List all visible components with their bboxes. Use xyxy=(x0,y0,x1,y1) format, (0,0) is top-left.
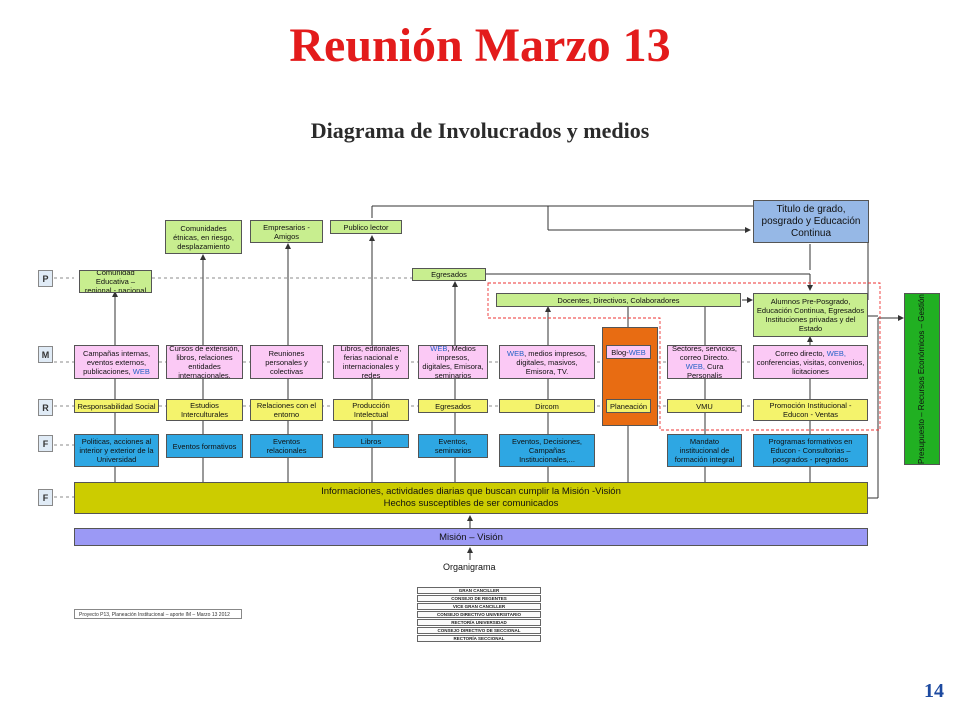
web-medios-box: WEB, Medios impresos, digitales, Emisora… xyxy=(418,345,488,379)
org-row: RECTORÍA SECCIONAL xyxy=(417,635,541,642)
organigrama-label: Organigrama xyxy=(443,562,496,572)
campanas-web: WEB xyxy=(132,366,150,376)
eventos-relacionales-box: Eventos relacionales xyxy=(250,434,323,458)
level-f2-label: F xyxy=(38,489,53,506)
sectores-text: Sectores, servicios, correo Directo. xyxy=(671,345,738,362)
org-row: GRAN CANCILLER xyxy=(417,587,541,594)
sectores-box: Sectores, servicios, correo Directo. WEB… xyxy=(667,345,742,379)
page-number: 14 xyxy=(924,680,944,702)
libros-m-box: Libros, editoriales, ferias nacional e i… xyxy=(333,345,409,379)
planeacion-box: Planeación xyxy=(606,399,651,413)
titulo-grado-box: Titulo de grado, posgrado y Educación Co… xyxy=(753,200,869,243)
mision-vision-bar: Misión – Visión xyxy=(74,528,868,546)
page-subtitle: Diagrama de Involucrados y medios xyxy=(310,118,650,143)
cursos-box: Cursos de extensión, libros, relaciones … xyxy=(166,345,243,379)
relaciones-box: Relaciones con el entorno xyxy=(250,399,323,421)
programas-box: Programas formativos en Educon - Consult… xyxy=(753,434,868,467)
correo-box: Correo directo, WEB, conferencias, visit… xyxy=(753,345,868,379)
publico-lector-box: Publico lector xyxy=(330,220,402,234)
correo-text: Correo directo, xyxy=(775,348,825,358)
vmu-box: VMU xyxy=(667,399,742,413)
correo-web: WEB, xyxy=(826,348,846,358)
org-row: RECTORÍA UNIVERSIDAD xyxy=(417,619,541,626)
web-medios-web: WEB xyxy=(430,345,448,353)
promocion-box: Promoción Institucional - Educon - Venta… xyxy=(753,399,868,421)
reuniones-box: Reuniones personales y colectivas xyxy=(250,345,323,379)
level-f-label: F xyxy=(38,435,53,452)
info-line1: Informaciones, actividades diarias que b… xyxy=(321,486,621,497)
blog-text: Blog- xyxy=(611,347,629,357)
web-impresos-text: , medios impresos, digitales, masivos, E… xyxy=(516,348,588,376)
org-row: CONSEJO DIRECTIVO DE SECCIONAL xyxy=(417,627,541,634)
empresarios-box: Empresarios - Amigos xyxy=(250,220,323,243)
campanas-box: Campañas internas, eventos externos, pub… xyxy=(74,345,159,379)
informaciones-bar: Informaciones, actividades diarias que b… xyxy=(74,482,868,514)
blog-box: Blog-WEB xyxy=(606,345,651,359)
level-r-label: R xyxy=(38,399,53,416)
eventos-seminarios-box: Eventos, seminarios xyxy=(418,434,488,458)
politicas-box: Politicas, acciones al interior y exteri… xyxy=(74,434,159,467)
produccion-box: Producción Intelectual xyxy=(333,399,409,421)
web-impresos-web: WEB xyxy=(506,348,525,358)
org-row: CONSEJO DIRECTIVO UNIVERSITARIO xyxy=(417,611,541,618)
level-m-label: M xyxy=(38,346,53,363)
project-note: Proyecto P13, Planeación Institucional –… xyxy=(74,609,242,619)
org-row: CONSEJO DE REGENTES xyxy=(417,595,541,602)
web-medios-text: , Medios impresos, digitales, Emisora, s… xyxy=(422,345,484,379)
info-line2: Hechos susceptibles de ser comunicados xyxy=(383,498,559,509)
responsabilidad-box: Responsabilidad Social xyxy=(74,399,159,413)
comunidad-educativa-box: Comunidad Educativa – regional - naciona… xyxy=(79,270,152,293)
org-row: VICE GRAN CANCILLER xyxy=(417,603,541,610)
sectores-end: Cura Personalis xyxy=(686,362,724,379)
docentes-box: Docentes, Directivos, Colaboradores xyxy=(496,293,741,307)
dircom-box: Dircom xyxy=(499,399,595,413)
comunidades-box: Comunidades étnicas, en riesgo, desplaza… xyxy=(165,220,242,254)
eventos-decisiones-box: Eventos, Decisiones, Campañas Institucio… xyxy=(499,434,595,467)
eventos-formativos-box: Eventos formativos xyxy=(166,434,243,458)
mandato-box: Mandato institucional de formación integ… xyxy=(667,434,742,467)
campanas-text: Campañas internas, eventos externos, pub… xyxy=(82,348,151,376)
alumnos-box: Alumnos Pre-Posgrado, Educación Continua… xyxy=(753,293,868,337)
egresados-p-box: Egresados xyxy=(412,268,486,281)
blog-web: WEB xyxy=(628,347,646,357)
web-impresos-box: WEB, medios impresos, digitales, masivos… xyxy=(499,345,595,379)
sectores-web: WEB, xyxy=(685,362,705,371)
correo-end: conferencias, visitas, convenios, licita… xyxy=(756,357,865,376)
page-title: Reunión Marzo 13 xyxy=(289,19,671,72)
presupuesto-label: Presupuesto – Recursos Económicos – Gest… xyxy=(917,293,926,464)
presupuesto-box: Presupuesto – Recursos Económicos – Gest… xyxy=(904,293,940,465)
estudios-box: Estudios Interculturales xyxy=(166,399,243,421)
egresados-r-box: Egresados xyxy=(418,399,488,413)
level-p-label: P xyxy=(38,270,53,287)
libros-f-box: Libros xyxy=(333,434,409,448)
